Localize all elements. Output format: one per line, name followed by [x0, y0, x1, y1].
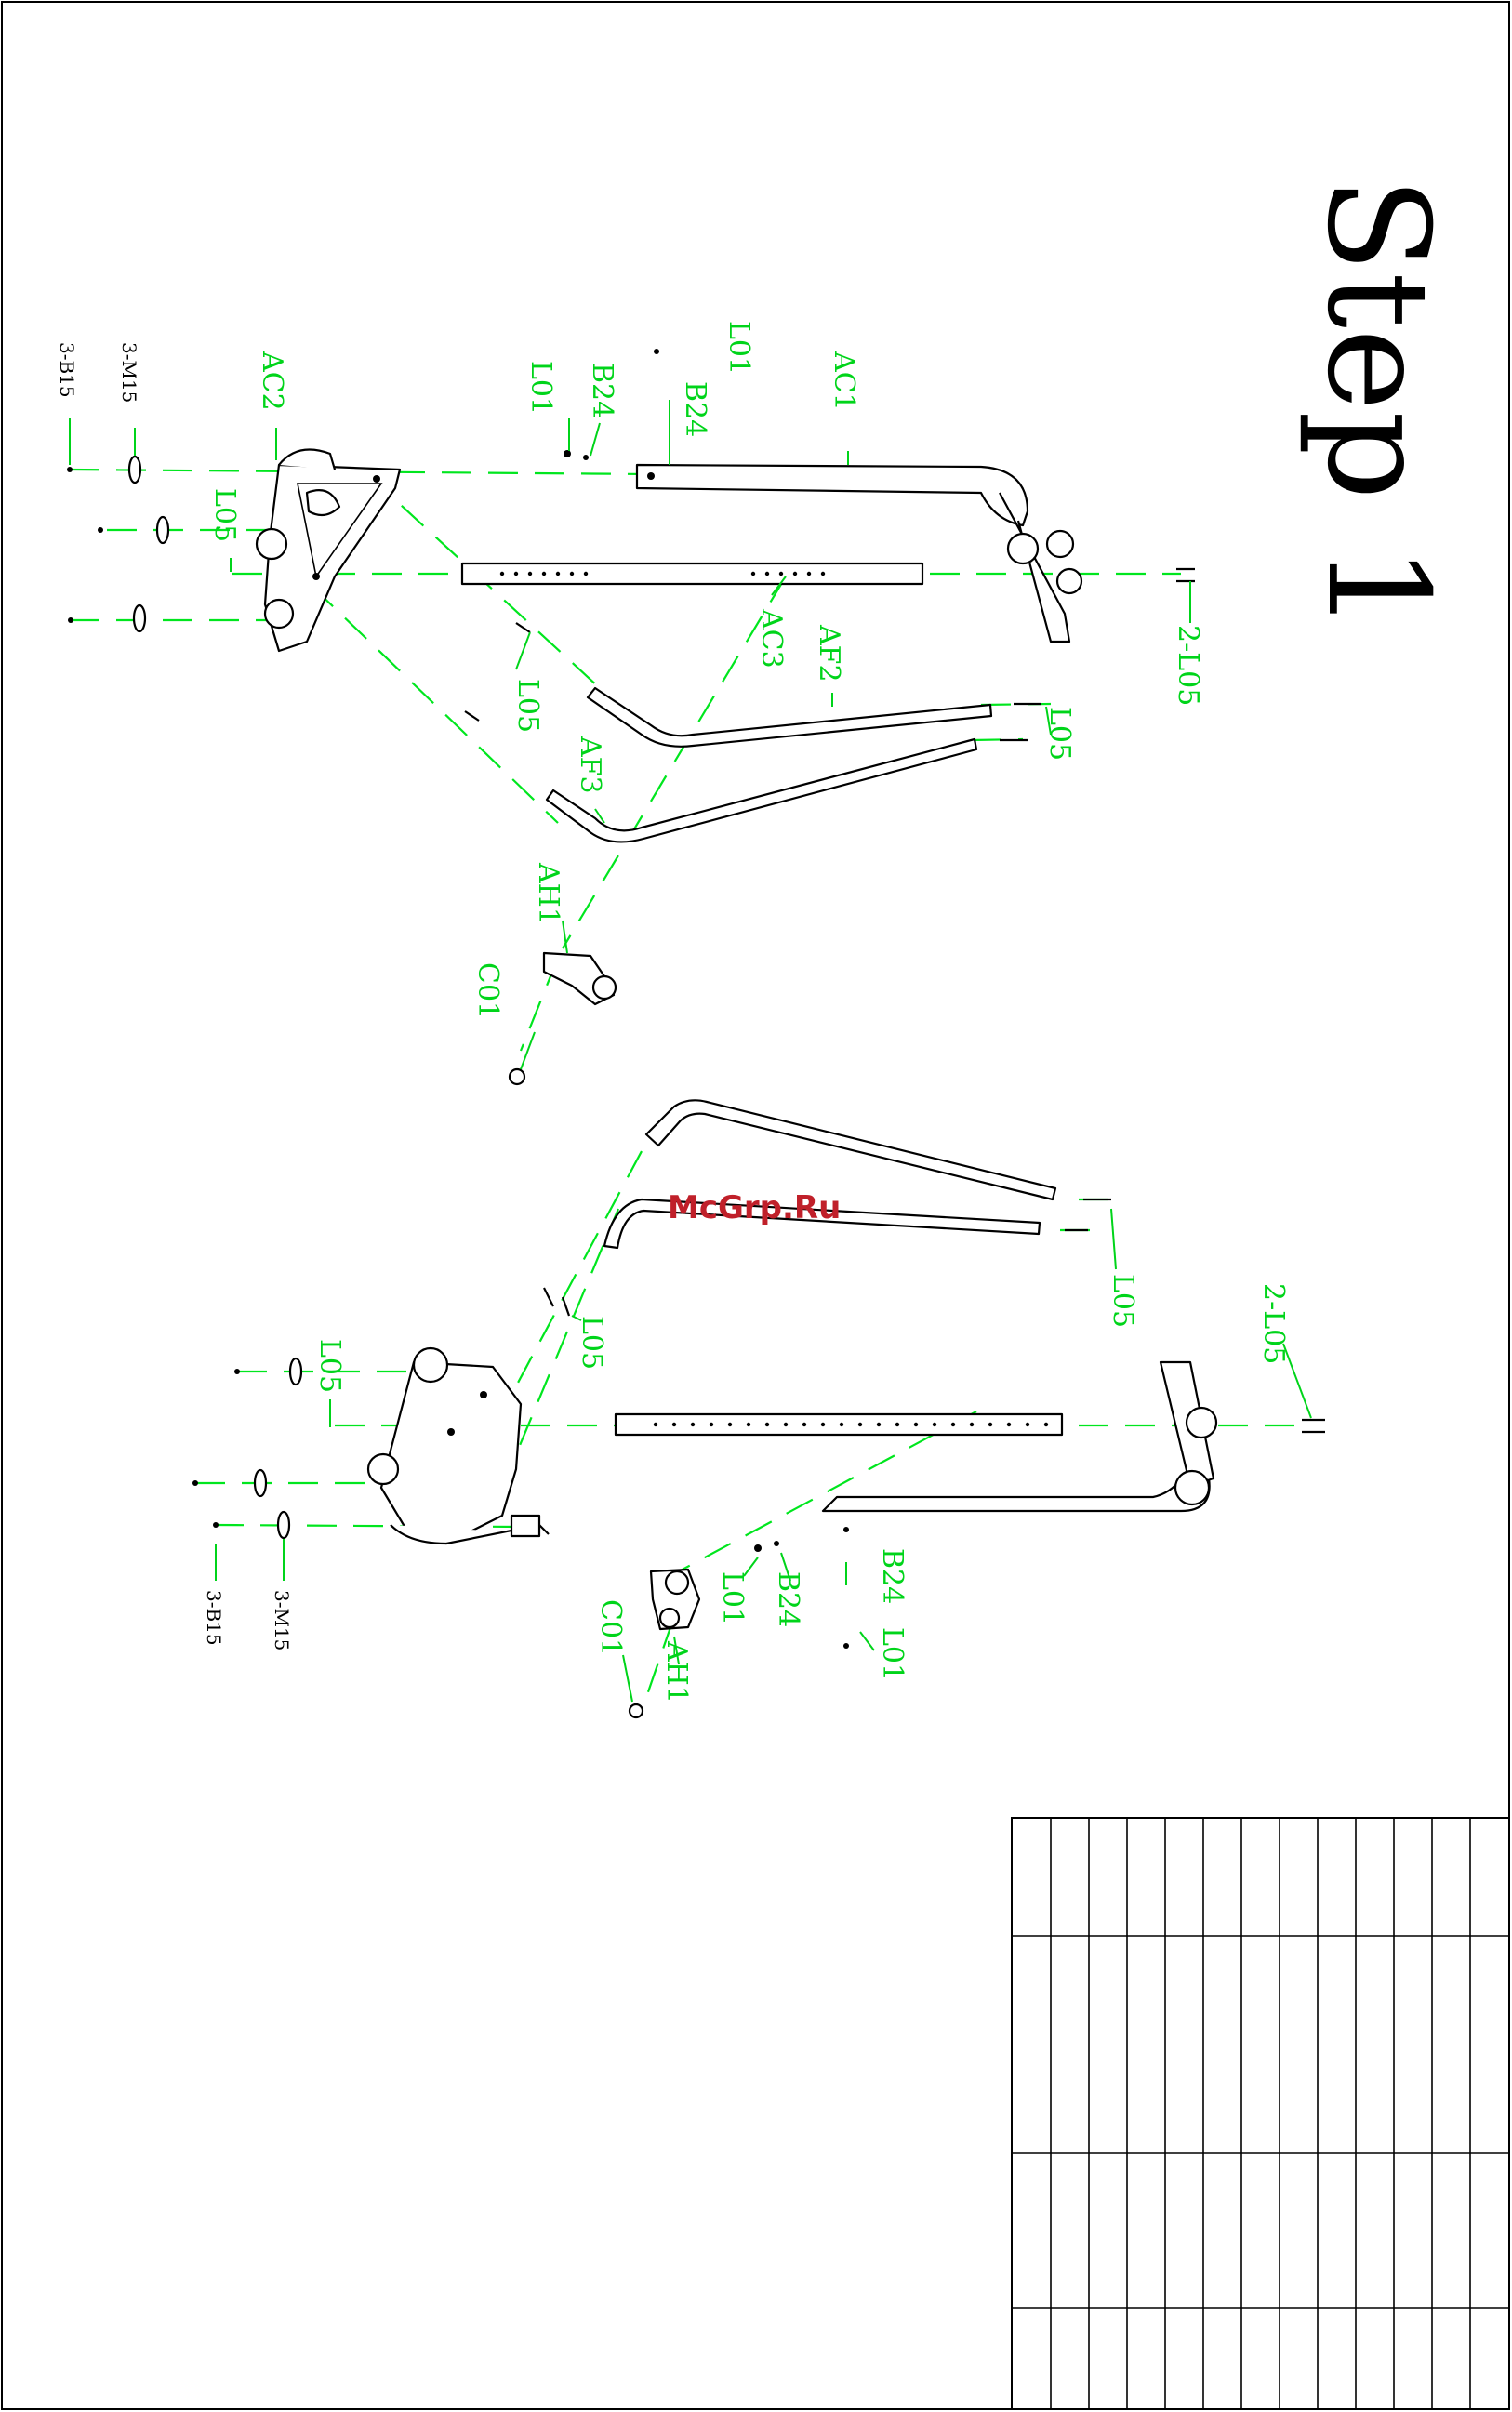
label-ac3: AC3 [755, 608, 788, 669]
label-l05-bottom-left: L05 [313, 1339, 346, 1393]
label-3-m15-bottom: 3-M15 [271, 1590, 293, 1650]
label-2-l05-top: 2-L05 [1172, 625, 1204, 706]
label-2-l05-bottom: 2-L05 [1257, 1283, 1290, 1364]
label-l05-bottom-mid: L05 [576, 1316, 608, 1370]
label-af3: AF3 [574, 736, 606, 794]
label-l05-right: L05 [1043, 707, 1076, 761]
label-l01-a: L01 [723, 321, 755, 375]
top-feet [67, 457, 168, 631]
label-ac1: AC1 [828, 351, 860, 411]
label-c01: C01 [471, 962, 504, 1019]
label-l01-b: L01 [524, 361, 557, 415]
label-l05-left: L05 [208, 488, 241, 542]
top-labels: AC2 AC1 L01 L01 B24 B24 L05 AC3 AF2 L05 … [56, 321, 1204, 1019]
label-3-m15-top: 3-M15 [118, 342, 140, 403]
label-l01-bottom-b: L01 [876, 1627, 909, 1681]
label-3-b15-bottom: 3-B15 [203, 1590, 225, 1646]
bottom-labels: L05 L05 L05 2-L05 B24 L01 B24 L01 C01 AH… [203, 1274, 1290, 1703]
af2-arm [588, 688, 991, 747]
af3-arm [547, 739, 976, 842]
label-b24-a: B24 [586, 363, 618, 418]
bottom-c01-knob [630, 1704, 643, 1717]
label-b24-b: B24 [679, 381, 711, 437]
title-block-grid [1012, 1818, 1509, 2409]
top-c01-knob [510, 1069, 524, 1084]
watermark: McGrp.Ru [668, 1189, 841, 1226]
bottom-ac3-bar [616, 1414, 1062, 1435]
top-bolts [465, 450, 1195, 740]
label-ac2: AC2 [256, 351, 288, 411]
ac3-perforated-bar [462, 563, 922, 584]
label-ah1-bottom: AH1 [660, 1640, 693, 1703]
top-ah1-bracket [544, 953, 616, 1004]
bottom-ac1-upright [823, 1362, 1216, 1649]
label-c01-bottom: C01 [594, 1599, 627, 1656]
bottom-feet [192, 1358, 301, 1538]
label-l05-mid: L05 [511, 679, 544, 733]
bottom-ah1-bracket [651, 1570, 699, 1629]
bottom-arm-upper [646, 1100, 1055, 1199]
label-l05-bottom-right: L05 [1107, 1274, 1139, 1328]
label-b24-bottom-b: B24 [876, 1548, 909, 1604]
label-b24-bottom: B24 [772, 1571, 804, 1627]
label-3-b15-top: 3-B15 [56, 342, 78, 398]
label-l01-bottom-a: L01 [716, 1571, 749, 1625]
step-title: Step 1 [1296, 177, 1458, 633]
top-assembly: AC2 AC1 L01 L01 B24 B24 L05 AC3 AF2 L05 … [56, 321, 1204, 1084]
label-af2: AF2 [813, 624, 845, 683]
label-ah1: AH1 [532, 862, 564, 925]
ac2-base-frame [257, 450, 400, 651]
